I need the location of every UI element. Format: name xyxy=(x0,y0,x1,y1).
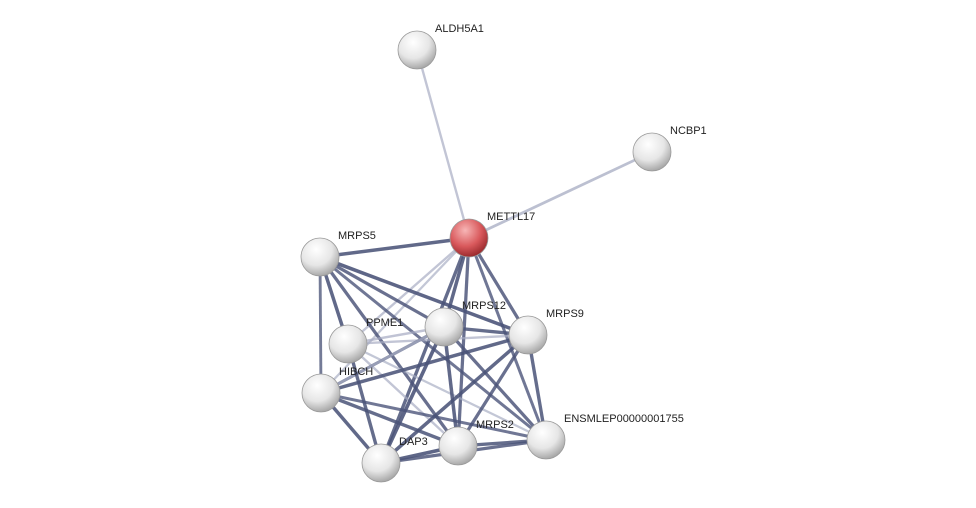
node-label: HIBCH xyxy=(339,366,373,378)
node-sphere[interactable] xyxy=(508,315,548,355)
node-label: MRPS12 xyxy=(462,300,506,312)
node-aldh5a1[interactable]: ALDH5A1 xyxy=(397,23,484,70)
node-label: MRPS9 xyxy=(546,308,584,320)
node-hibch[interactable]: HIBCH xyxy=(301,366,373,413)
node-mrps5[interactable]: MRPS5 xyxy=(300,230,376,277)
node-label: ALDH5A1 xyxy=(435,23,484,35)
edge-mettl17-ncbp1[interactable] xyxy=(468,150,653,240)
node-mrps9[interactable]: MRPS9 xyxy=(508,308,584,355)
edge-mrps9-mrps2[interactable] xyxy=(456,334,530,447)
edge-mrps5-mrps9[interactable] xyxy=(319,255,529,337)
node-sphere[interactable] xyxy=(361,443,401,483)
edge-mrps12-mrps2[interactable] xyxy=(442,326,460,447)
node-label: MRPS2 xyxy=(476,419,514,431)
node-sphere[interactable] xyxy=(632,132,672,172)
node-ppme1[interactable]: PPME1 xyxy=(328,317,403,364)
edge-mettl17-mrps2[interactable] xyxy=(456,237,471,447)
node-ncbp1[interactable]: NCBP1 xyxy=(632,125,707,172)
node-label: MRPS5 xyxy=(338,230,376,242)
node-mrps2[interactable]: MRPS2 xyxy=(438,419,514,466)
node-sphere[interactable] xyxy=(449,218,489,258)
node-label: ENSMLEP00000001755 xyxy=(564,413,684,425)
node-sphere[interactable] xyxy=(328,324,368,364)
edge-mrps12-ensmlep00000001755[interactable] xyxy=(442,325,548,442)
edge-mrps9-dap3[interactable] xyxy=(379,333,530,465)
edge-mrps12-dap3[interactable] xyxy=(379,326,446,464)
node-sphere[interactable] xyxy=(397,30,437,70)
node-sphere[interactable] xyxy=(526,420,566,460)
edge-hibch-mrps12[interactable] xyxy=(320,325,445,395)
node-ensmlep00000001755[interactable]: ENSMLEP00000001755 xyxy=(526,413,684,460)
node-sphere[interactable] xyxy=(301,373,341,413)
edge-mrps5-mrps12[interactable] xyxy=(319,255,445,329)
node-label: DAP3 xyxy=(399,436,428,448)
node-mettl17[interactable]: METTL17 xyxy=(449,211,535,258)
node-mrps12[interactable]: MRPS12 xyxy=(424,300,506,347)
edge-mettl17-dap3[interactable] xyxy=(379,237,471,464)
edge-mettl17-mrps5[interactable] xyxy=(319,236,470,259)
edge-mettl17-hibch[interactable] xyxy=(320,237,470,394)
edge-mrps9-hibch[interactable] xyxy=(320,333,529,395)
edge-mrps5-hibch[interactable] xyxy=(318,256,323,394)
edge-ppme1-mrps2[interactable] xyxy=(347,343,459,447)
edge-mettl17-aldh5a1[interactable] xyxy=(415,49,471,239)
node-sphere[interactable] xyxy=(424,307,464,347)
node-sphere[interactable] xyxy=(300,237,340,277)
node-label: METTL17 xyxy=(487,211,535,223)
edge-dap3-ppme1[interactable] xyxy=(346,343,383,464)
node-dap3[interactable]: DAP3 xyxy=(361,436,428,483)
node-label: NCBP1 xyxy=(670,125,707,137)
node-label: PPME1 xyxy=(366,317,403,329)
edge-hibch-mrps2[interactable] xyxy=(320,391,459,448)
node-sphere[interactable] xyxy=(438,426,478,466)
edge-hibch-ensmlep00000001755[interactable] xyxy=(320,391,547,442)
